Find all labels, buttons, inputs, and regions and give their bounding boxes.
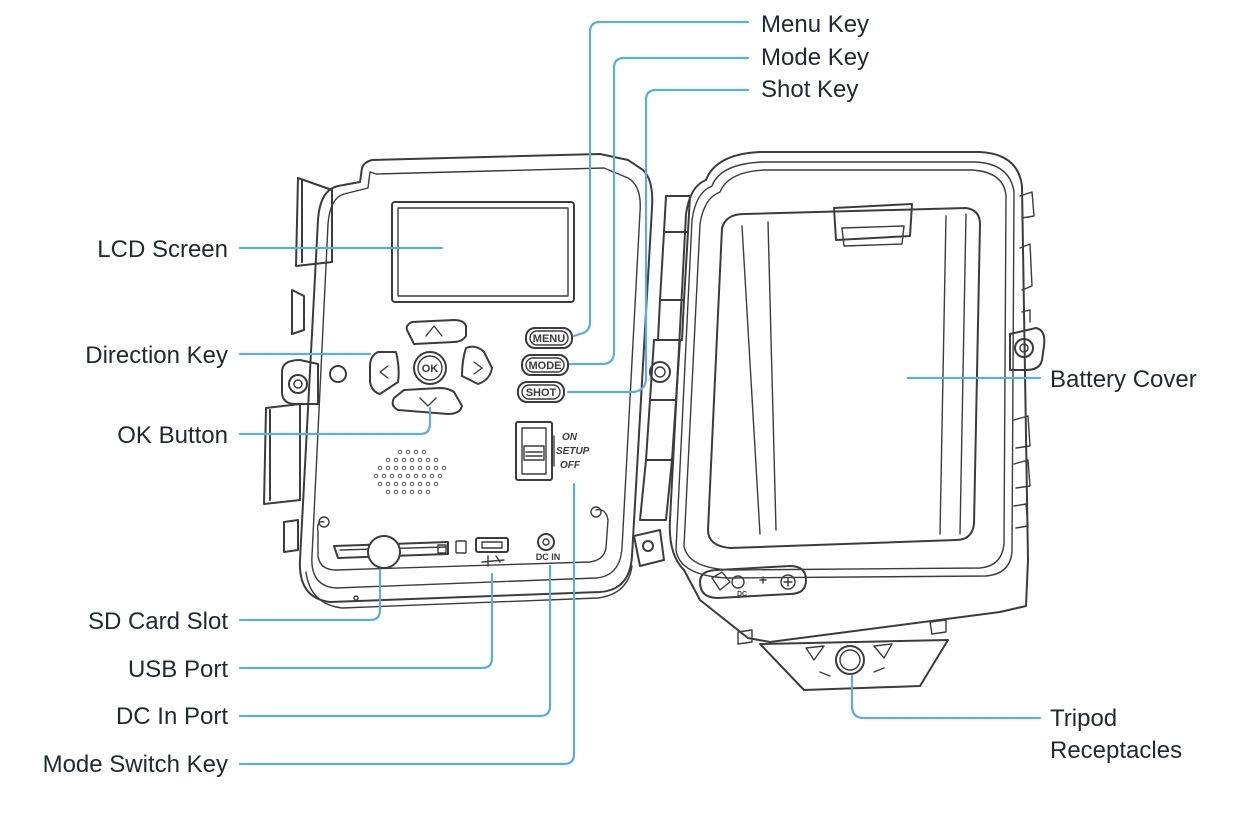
switch-off-marking: OFF xyxy=(560,460,581,471)
leader-lines xyxy=(238,20,1042,766)
camera-front-panel: OK MENU MODE SHOT ON SETUP OFF xyxy=(263,153,654,609)
hinge xyxy=(633,195,691,567)
label-mode-switch-key: Mode Switch Key xyxy=(43,751,228,778)
leader-sd-card-slot xyxy=(238,568,382,622)
label-shot-key: Shot Key xyxy=(761,76,858,103)
callout-labels: Menu Key Mode Key Shot Key LCD Screen Di… xyxy=(43,11,1197,778)
label-sd-card-slot: SD Card Slot xyxy=(88,608,228,635)
label-tripod: Tripod xyxy=(1050,705,1117,732)
dc-marking: DC xyxy=(737,591,747,598)
speaker-grille xyxy=(373,449,447,495)
leader-menu-key xyxy=(572,20,750,338)
leader-tripod-receptacles xyxy=(850,674,1042,720)
camera-back-housing: DC xyxy=(668,151,1046,691)
menu-marking: MENU xyxy=(533,333,565,345)
mode-marking: MODE xyxy=(529,360,562,372)
ok-marking: OK xyxy=(422,363,439,375)
switch-setup-marking: SETUP xyxy=(556,446,590,457)
shot-marking: SHOT xyxy=(526,387,557,399)
leader-mode-switch-key xyxy=(238,482,576,766)
leader-usb-port xyxy=(238,572,494,670)
leader-dc-in-port xyxy=(238,564,552,718)
leader-shot-key xyxy=(566,88,750,394)
label-lcd-screen: LCD Screen xyxy=(97,236,228,263)
label-battery-cover: Battery Cover xyxy=(1050,366,1197,393)
label-direction-key: Direction Key xyxy=(85,342,228,369)
label-usb-port: USB Port xyxy=(128,656,228,683)
switch-on-marking: ON xyxy=(562,432,578,443)
dc-in-marking: DC IN xyxy=(536,552,561,562)
label-menu-key: Menu Key xyxy=(761,11,869,38)
leader-ok-button xyxy=(238,406,432,436)
label-mode-key: Mode Key xyxy=(761,44,869,71)
label-ok-button: OK Button xyxy=(117,422,228,449)
label-receptacles: Receptacles xyxy=(1050,737,1182,764)
leader-mode-key xyxy=(568,56,750,366)
label-dc-in-port: DC In Port xyxy=(116,703,228,730)
